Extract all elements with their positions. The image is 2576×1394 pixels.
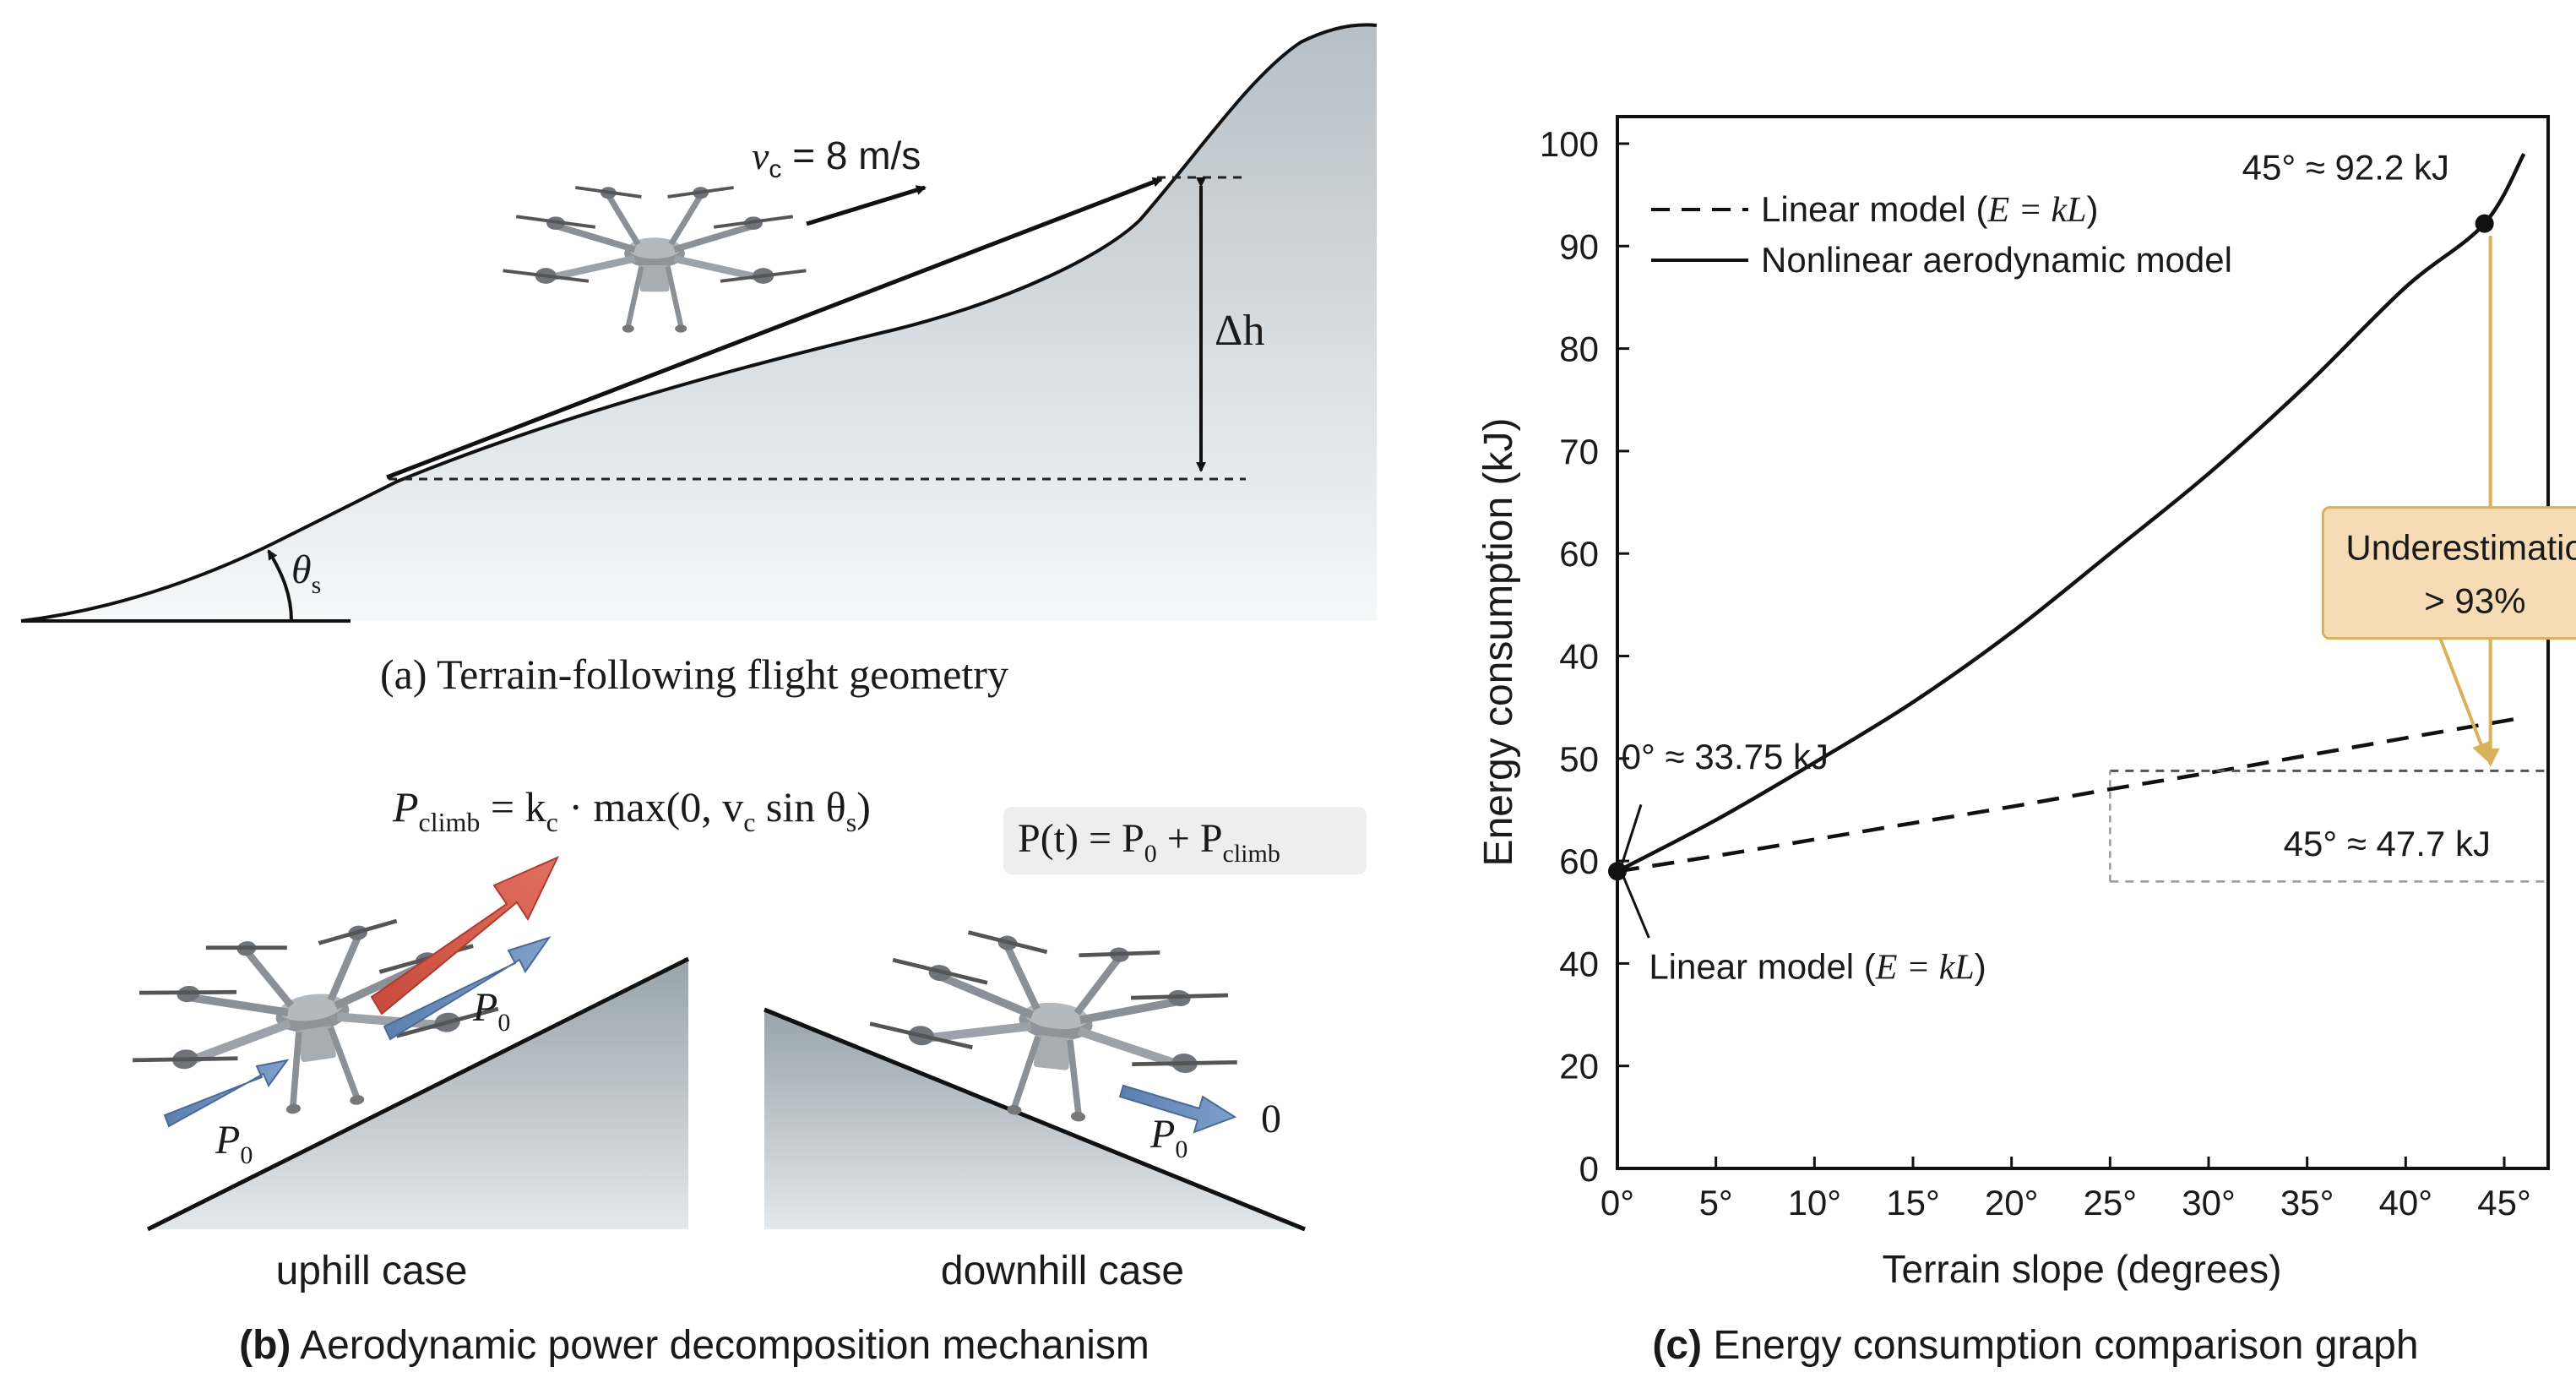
- zero-label: 0: [1261, 1097, 1281, 1141]
- panel-a: vc = 8 m/s Δh θs (a) Terrain-following f…: [20, 23, 1378, 698]
- linear-end-label: 45° ≈ 47.7 kJ: [2284, 824, 2491, 863]
- panel-b-caption: (b) Aerodynamic power decomposition mech…: [239, 1323, 1149, 1368]
- climb-power-equation: Pclimb = kc · max(0, vc sin θs): [392, 783, 871, 837]
- x-axis-label: Terrain slope (degrees): [1882, 1247, 2281, 1291]
- theta-label: θs: [291, 547, 321, 599]
- linear-pointer: [1622, 875, 1650, 939]
- y-tick-label: 60: [1559, 534, 1599, 574]
- chart-annotations: Underestimation > 93% 45° ≈ 92.2 kJ 0° ≈ 33…: [1608, 147, 2576, 988]
- linear-model-label: Linear model (E = kL): [1649, 947, 1986, 988]
- plot-frame: [1616, 115, 2550, 1170]
- mountain-terrain: [21, 25, 1377, 621]
- x-tick-label: 45°: [2477, 1183, 2531, 1222]
- p0-label-uphill-upper: P0: [472, 985, 510, 1037]
- chart-series: [1616, 153, 2526, 874]
- origin-label: 0° ≈ 33.75 kJ: [1622, 737, 1829, 776]
- x-tick-label: 30°: [2182, 1183, 2236, 1222]
- p0-label-uphill-lower: P0: [215, 1118, 253, 1169]
- panel-c-caption: (c) Energy consumption comparison graph: [1652, 1323, 2418, 1368]
- underestimation-box: [2321, 506, 2576, 640]
- total-power-equation: P(t) = P0 + Pclimb: [1018, 816, 1280, 868]
- p0-arrow-lower: [163, 1059, 290, 1128]
- total-power-box: [1003, 807, 1367, 874]
- x-tick-label: 40°: [2379, 1183, 2433, 1222]
- x-tick-label: 25°: [2084, 1183, 2138, 1222]
- chart-legend: Linear model (E = kL) Nonlinear aerodyna…: [1651, 189, 2232, 280]
- y-tick-label: 90: [1559, 226, 1599, 266]
- delta-h-label: Δh: [1215, 307, 1264, 355]
- y-axis-label: Energy consumption (kJ): [1476, 418, 1521, 867]
- flight-path: [386, 177, 1163, 480]
- y-tick-label: 50: [1559, 739, 1599, 779]
- x-tick-label: 10°: [1788, 1183, 1842, 1222]
- x-tick-label: 15°: [1886, 1183, 1940, 1222]
- velocity-label: vc = 8 m/s: [752, 133, 921, 183]
- y-tick-label: 60: [1559, 841, 1599, 881]
- panel-a-caption: (a) Terrain-following flight geometry: [380, 651, 1008, 698]
- origin-point: [1608, 862, 1627, 881]
- uphill-slope-line: [146, 956, 690, 1232]
- panel-c-chart: 0° 5° 10° 15° 20° 25° 30° 35° 40° 45° 0 20 40 60 50 40 6…: [1476, 115, 2576, 1368]
- terrain-surface-line: [20, 23, 1378, 623]
- panel-b: Pclimb = kc · max(0, vc sin θs) P(t) = P…: [118, 783, 1367, 1368]
- climb-power-arrow: [370, 855, 560, 1016]
- uphill-label: uphill case: [276, 1249, 468, 1293]
- y-tick-label: 40: [1559, 637, 1599, 677]
- drone-panel-a: [503, 187, 807, 332]
- origin-pointer: [1620, 803, 1643, 867]
- chart-ticks: 0° 5° 10° 15° 20° 25° 30° 35° 40° 45° 0 20 40 60 50 40 6…: [1540, 124, 2531, 1222]
- underestimation-arrow-diagonal: [2433, 624, 2490, 762]
- downhill-slope-line: [764, 1007, 1306, 1232]
- p0-label-downhill: P0: [1149, 1112, 1187, 1163]
- p0-arrow-downhill: [1118, 1084, 1237, 1134]
- y-tick-label: 70: [1559, 432, 1599, 471]
- legend-nonlinear-label: Nonlinear aerodynamic model: [1761, 240, 2232, 280]
- x-tick-label: 5°: [1699, 1183, 1733, 1222]
- legend-linear-label: Linear model (E = kL): [1761, 189, 2098, 230]
- p0-arrow-upper: [383, 936, 552, 1041]
- nonlinear-end-label: 45° ≈ 92.2 kJ: [2242, 147, 2449, 187]
- x-tick-label: 20°: [1985, 1183, 2039, 1222]
- velocity-arrow: [806, 185, 927, 226]
- y-tick-label: 80: [1559, 329, 1599, 369]
- nonlinear-end-point: [2475, 214, 2494, 233]
- series-nonlinear-line: [1616, 153, 2526, 874]
- y-tick-label: 100: [1540, 124, 1599, 164]
- x-tick-label: 35°: [2280, 1183, 2334, 1222]
- underestimation-text-2: > 93%: [2424, 581, 2525, 621]
- y-tick-label: 40: [1559, 944, 1599, 983]
- underestimation-text-1: Underestimation: [2345, 528, 2576, 568]
- theta-arc: [267, 549, 293, 622]
- y-tick-label: 20: [1559, 1047, 1599, 1086]
- downhill-label: downhill case: [941, 1249, 1184, 1293]
- y-tick-label: 0: [1579, 1149, 1599, 1189]
- series-linear-line: [1617, 716, 2524, 874]
- x-tick-label: 0°: [1600, 1183, 1634, 1222]
